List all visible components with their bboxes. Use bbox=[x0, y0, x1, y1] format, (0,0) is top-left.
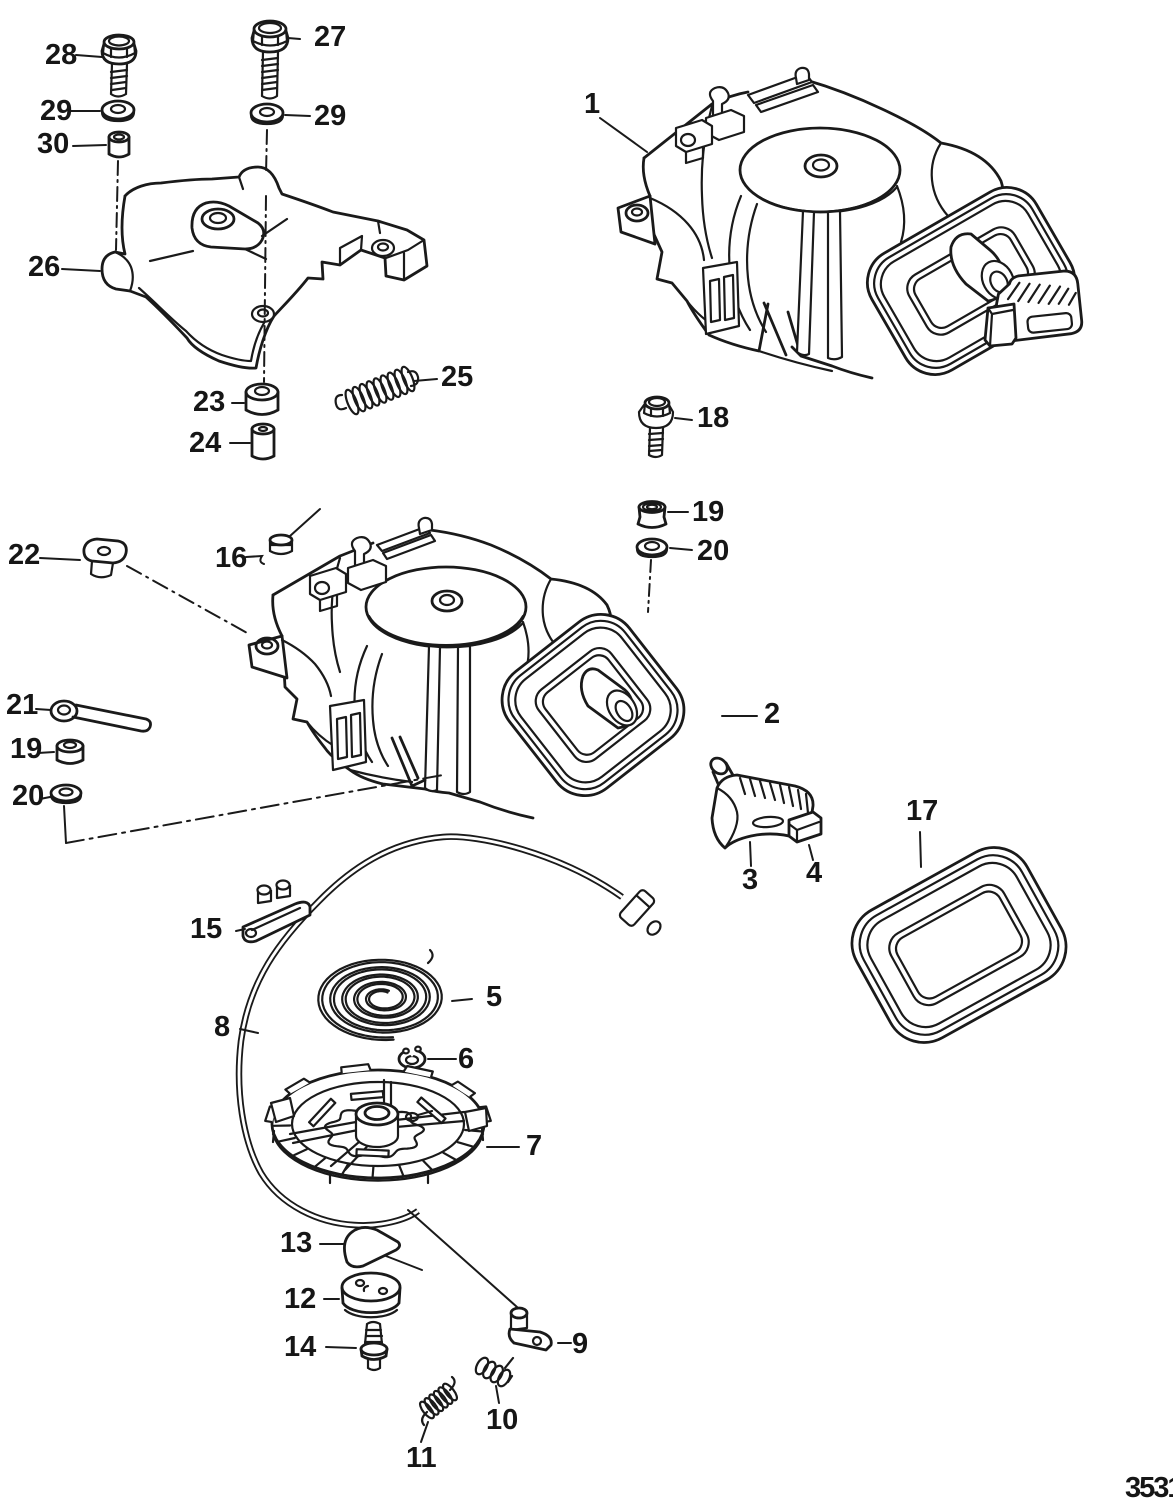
svg-text:3531: 3531 bbox=[1125, 1472, 1173, 1500]
svg-text:12: 12 bbox=[284, 1283, 316, 1315]
svg-text:22: 22 bbox=[8, 539, 40, 571]
svg-text:13: 13 bbox=[280, 1227, 312, 1259]
svg-text:25: 25 bbox=[441, 361, 473, 393]
svg-text:21: 21 bbox=[6, 689, 38, 721]
svg-text:8: 8 bbox=[214, 1011, 230, 1043]
svg-text:6: 6 bbox=[458, 1043, 474, 1075]
svg-text:19: 19 bbox=[692, 496, 724, 528]
svg-text:16: 16 bbox=[215, 542, 247, 574]
svg-text:5: 5 bbox=[486, 981, 502, 1013]
svg-text:1: 1 bbox=[584, 88, 600, 120]
svg-text:14: 14 bbox=[284, 1331, 316, 1363]
svg-text:26: 26 bbox=[28, 251, 60, 283]
svg-text:30: 30 bbox=[37, 128, 69, 160]
svg-text:17: 17 bbox=[906, 795, 938, 827]
svg-text:4: 4 bbox=[806, 857, 822, 889]
svg-text:20: 20 bbox=[697, 535, 729, 567]
svg-text:27: 27 bbox=[314, 21, 346, 53]
svg-text:28: 28 bbox=[45, 39, 77, 71]
svg-text:11: 11 bbox=[406, 1442, 437, 1474]
svg-text:2: 2 bbox=[764, 698, 780, 730]
svg-text:19: 19 bbox=[10, 733, 42, 765]
svg-text:3: 3 bbox=[742, 864, 758, 896]
svg-text:7: 7 bbox=[526, 1130, 542, 1162]
svg-text:18: 18 bbox=[697, 402, 729, 434]
svg-text:15: 15 bbox=[190, 913, 222, 945]
svg-text:23: 23 bbox=[193, 386, 225, 418]
svg-text:24: 24 bbox=[189, 427, 221, 459]
svg-text:29: 29 bbox=[314, 100, 346, 132]
svg-text:9: 9 bbox=[572, 1328, 588, 1360]
svg-text:10: 10 bbox=[486, 1404, 518, 1436]
svg-text:29: 29 bbox=[40, 95, 72, 127]
svg-text:20: 20 bbox=[12, 780, 44, 812]
